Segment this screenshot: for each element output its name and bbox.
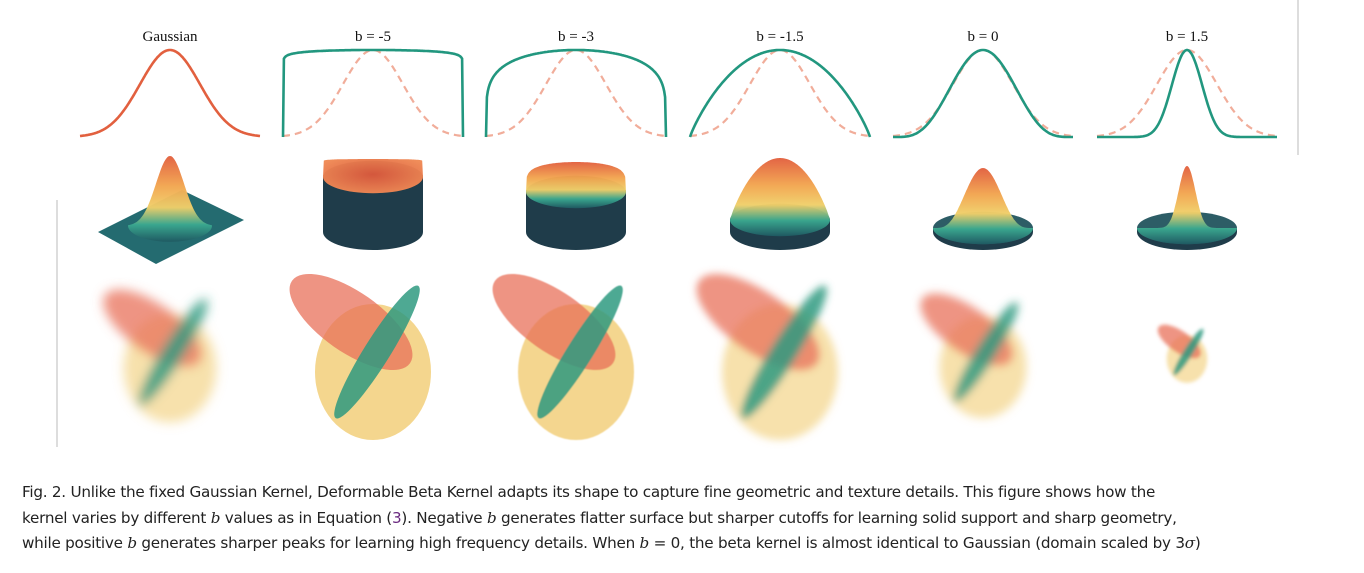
kernel-surface bbox=[730, 158, 830, 237]
kernel-surface bbox=[1137, 166, 1237, 245]
beta-kernel-curve bbox=[893, 48, 1073, 139]
caption-text: ) bbox=[1194, 534, 1201, 552]
caption-line-1: Fig. 2. Unlike the fixed Gaussian Kernel… bbox=[22, 483, 1156, 501]
splat-render bbox=[492, 273, 634, 440]
caption-text: generates flatter surface but sharper cu… bbox=[496, 508, 1177, 527]
gaussian-curve bbox=[79, 48, 261, 138]
figure-caption: Fig. 2. Unlike the fixed Gaussian Kernel… bbox=[22, 480, 1352, 557]
kernel-column: Gaussian bbox=[79, 29, 261, 423]
teal-splat bbox=[741, 285, 827, 419]
caption-text: values as in Equation ( bbox=[220, 508, 392, 527]
math-b: b bbox=[486, 508, 497, 527]
caption-line-2: kernel varies by different b values as i… bbox=[22, 506, 1352, 532]
figure-panel: Gaussian b = -5 b = -3 b = -1.5 b = 0 b = 1.5 bbox=[56, 0, 1299, 447]
beta-kernel-curve bbox=[1097, 48, 1277, 139]
column-title: b = -3 bbox=[558, 29, 594, 45]
column-title: Gaussian bbox=[143, 29, 198, 45]
surface-side-wall bbox=[526, 192, 626, 250]
teal-splat bbox=[334, 285, 420, 419]
gaussian-reference-curve bbox=[485, 48, 667, 138]
kernel-column: b = -3 bbox=[484, 29, 668, 440]
column-title: b = 1.5 bbox=[1166, 29, 1208, 45]
math-b: b bbox=[639, 534, 650, 552]
kernel-column: b = -1.5 bbox=[688, 29, 872, 440]
kernel-surface bbox=[323, 159, 423, 194]
caption-text: ). Negative bbox=[401, 508, 487, 527]
column-title: b = -1.5 bbox=[756, 29, 803, 45]
kernel-surface bbox=[933, 168, 1033, 245]
column-title: b = -5 bbox=[355, 29, 391, 45]
splat-render bbox=[696, 273, 838, 440]
beta-kernel-curve bbox=[484, 48, 668, 138]
kernel-column: b = -5 bbox=[281, 29, 465, 440]
caption-text: = 0, the beta kernel is almost identical… bbox=[649, 534, 1185, 552]
splat-render bbox=[289, 273, 431, 440]
kernel-surface bbox=[128, 156, 213, 242]
gaussian-reference-curve bbox=[892, 48, 1074, 138]
caption-line-3: while positive b generates sharper peaks… bbox=[22, 531, 1352, 557]
math-sigma: σ bbox=[1184, 534, 1195, 552]
splat-render bbox=[1157, 324, 1208, 383]
gaussian-reference-curve bbox=[282, 48, 464, 138]
gaussian-reference-curve bbox=[689, 48, 871, 138]
column-title: b = 0 bbox=[968, 29, 999, 45]
gaussian-reference-curve bbox=[1096, 48, 1278, 138]
math-b: b bbox=[127, 534, 137, 552]
splat-render bbox=[920, 293, 1027, 418]
kernel-surface bbox=[526, 162, 626, 209]
caption-text: generates sharper peaks for learning hig… bbox=[136, 534, 640, 552]
caption-text: kernel varies by different bbox=[22, 508, 211, 527]
kernel-column: b = 0 bbox=[892, 29, 1074, 418]
surface-side-wall bbox=[323, 177, 423, 250]
equation-link[interactable]: 3 bbox=[391, 508, 402, 527]
kernel-column: b = 1.5 bbox=[1096, 29, 1278, 383]
teal-splat bbox=[138, 298, 208, 406]
beta-kernel-curve bbox=[688, 48, 872, 138]
teal-splat bbox=[1173, 328, 1204, 376]
splat-render bbox=[103, 289, 217, 423]
math-b: b bbox=[210, 508, 221, 527]
beta-kernel-curve bbox=[281, 48, 465, 138]
teal-splat bbox=[537, 285, 623, 419]
caption-text: while positive bbox=[22, 534, 128, 552]
teal-splat bbox=[953, 302, 1019, 402]
